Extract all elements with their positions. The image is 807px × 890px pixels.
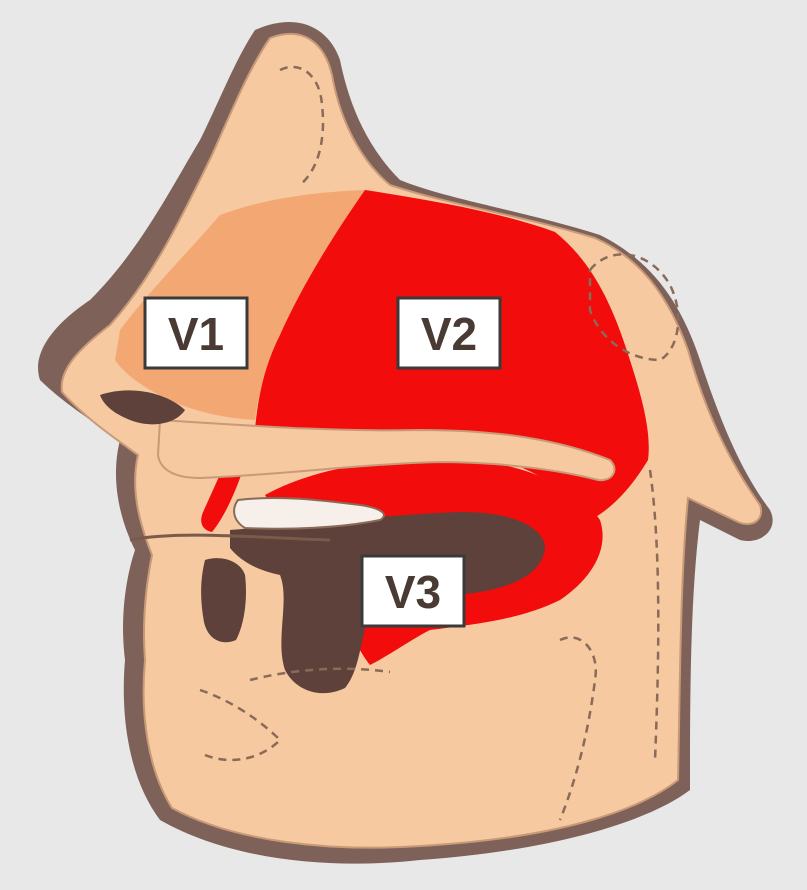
- v3-label: V3: [362, 556, 464, 626]
- v3-label-text: V3: [385, 566, 441, 618]
- v1-label-text: V1: [168, 308, 224, 360]
- v2-label: V2: [398, 298, 500, 368]
- lower-teeth-shadow: [201, 558, 246, 642]
- v2-label-text: V2: [421, 308, 477, 360]
- v1-label: V1: [145, 298, 247, 368]
